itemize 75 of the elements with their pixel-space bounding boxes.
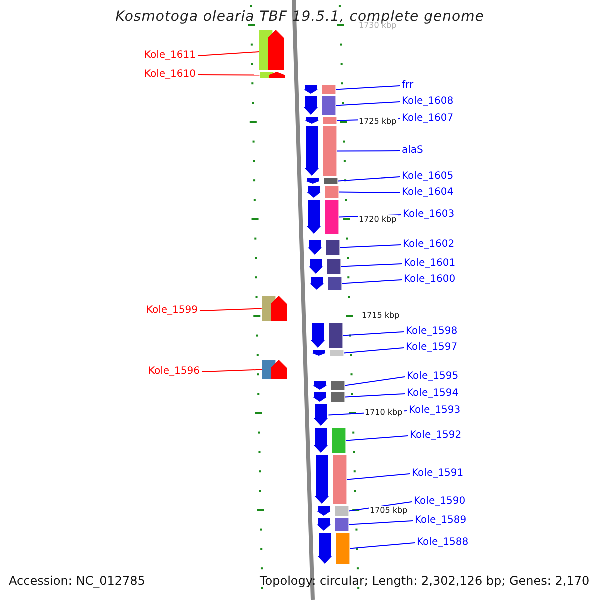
gene-label: Kole_1611 [144,50,196,62]
leader-line [346,474,410,480]
gene-feature [317,518,350,532]
gene-feature [304,96,336,116]
gene-label: Kole_1589 [415,515,467,527]
leader-line [341,280,402,284]
leader-line [348,520,414,526]
gene-feature [309,259,342,274]
gene-feature [306,186,339,198]
leader-line [338,192,400,194]
gene-label: Kole_1605 [402,171,454,183]
gene-feature [318,533,350,564]
leader-line [344,348,404,354]
leader-line [344,376,406,386]
leader-line [335,86,400,90]
gene-label: Kole_1591 [412,468,464,480]
gene-feature [304,126,337,176]
gene-feature [308,240,340,256]
leader-line [349,542,416,550]
gene-feature [311,323,344,348]
gene-label: Kole_1602 [403,239,455,251]
gene-label: Kole_1608 [402,96,454,108]
footer-text: Topology: circular; Length: 2,302,126 bp; Genes: 2,170 [260,574,590,588]
leader-line [198,52,260,56]
gene-label: Kole_1610 [144,69,196,81]
leader-line [340,244,402,248]
footer-text: Accession: NC_012785 [9,574,146,588]
gene-feature [304,117,337,124]
gene-feature [262,360,288,380]
gene-label: Kole_1595 [407,371,459,383]
gene-label: alaS [402,145,424,157]
leader-line [346,436,408,442]
scale-label: 1705 kbp [369,506,409,516]
gene-label: frr [402,80,414,92]
scale-label: 1720 kbp [358,215,398,225]
leader-line [200,308,262,312]
gene-label: Kole_1594 [407,388,459,400]
leader-line [338,176,400,182]
leader-line [198,74,260,76]
leader-line [340,264,402,268]
gene-feature [313,392,346,402]
gene-label: Kole_1593 [409,405,461,417]
gene-label: Kole_1599 [146,305,198,317]
gene-label: Kole_1597 [406,342,458,354]
gene-feature [310,277,342,290]
gene-label: Kole_1592 [410,430,462,442]
gene-feature [312,350,344,356]
gene-label: Kole_1590 [414,496,466,508]
gene-feature [316,506,349,516]
gene-feature [315,455,348,504]
leader-line [202,369,263,372]
gene-label: Kole_1607 [402,113,454,125]
gene-feature [312,381,345,390]
scale-label: 1715 kbp [361,311,401,321]
gene-feature [262,296,288,322]
gene-label: Kole_1600 [404,274,456,286]
gene-label: Kole_1588 [417,537,469,549]
gene-feature [306,178,338,184]
leader-line [342,332,404,336]
gene-feature [304,85,336,94]
leader-line [336,150,400,152]
gene-feature [314,428,346,454]
scale-label: 1725 kbp [358,117,398,127]
gene-label: Kole_1601 [404,258,456,270]
gene-label: Kole_1598 [406,326,458,338]
gene-label: Kole_1604 [402,187,454,199]
gene-feature [259,30,286,70]
scale-label: 1710 kbp [364,408,404,418]
gene-label: Kole_1596 [148,366,200,378]
gene-feature [307,200,340,234]
gene-label: Kole_1603 [403,209,455,221]
gene-feature [314,404,329,426]
leader-line [335,102,400,106]
gene-feature [260,72,286,78]
leader-line [344,394,406,398]
